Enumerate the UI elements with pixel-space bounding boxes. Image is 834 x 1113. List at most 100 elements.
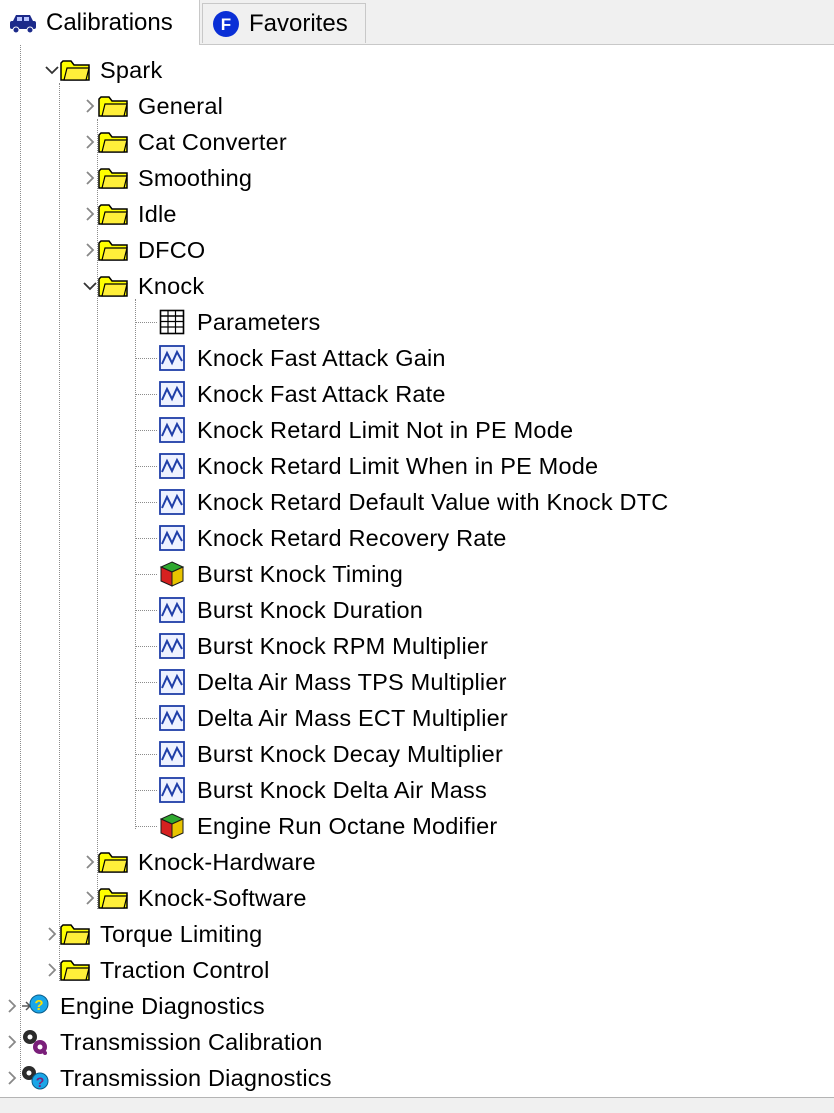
tree-item-spark-child[interactable]: General — [98, 88, 223, 124]
tree-item-label: Knock Retard Default Value with Knock DT… — [197, 488, 669, 515]
favorites-icon: F — [211, 9, 241, 39]
tree-item-spark-child[interactable]: DFCO — [98, 232, 205, 268]
graph-icon — [157, 739, 187, 769]
tree-item-knock-entry[interactable]: Knock Retard Limit When in PE Mode — [157, 448, 598, 484]
tree-item-label: Burst Knock Delta Air Mass — [197, 776, 487, 803]
tree-item-label: Engine Diagnostics — [60, 992, 265, 1019]
transmission-diagnostics-icon: ? — [20, 1063, 50, 1093]
folder-icon — [60, 919, 90, 949]
graph-icon — [157, 703, 187, 733]
tree-item-spark-child[interactable]: Idle — [98, 196, 177, 232]
tree-item-transmission-diagnostics[interactable]: ? Transmission Diagnostics — [20, 1060, 332, 1096]
expand-chevron-icon[interactable] — [82, 854, 98, 870]
tree-item-knock-entry[interactable]: Knock Fast Attack Gain — [157, 340, 446, 376]
svg-text:?: ? — [34, 997, 43, 1014]
tree-connector-line — [135, 322, 157, 323]
tree-item-label: Torque Limiting — [100, 920, 263, 947]
tree-connector-line — [135, 502, 157, 503]
tab-calibrations[interactable]: Calibrations — [0, 0, 200, 45]
tree-item-spark-child[interactable]: Cat Converter — [98, 124, 287, 160]
tree-item-label: Burst Knock Timing — [197, 560, 404, 587]
graph-icon — [157, 631, 187, 661]
tree-item-knock-entry[interactable]: Parameters — [157, 304, 320, 340]
horizontal-scrollbar[interactable] — [0, 1097, 834, 1113]
tree-item-spark-child[interactable]: Smoothing — [98, 160, 252, 196]
tree-item-knock-entry[interactable]: Knock Retard Recovery Rate — [157, 520, 507, 556]
tree-item-label: Transmission Diagnostics — [60, 1064, 332, 1091]
tree-item-label: Idle — [138, 200, 177, 227]
tree-guide-line — [97, 119, 98, 909]
tree-item-label: Burst Knock Duration — [197, 596, 424, 623]
tree-connector-line — [135, 718, 157, 719]
tree-item-knock-entry[interactable]: Knock Retard Limit Not in PE Mode — [157, 412, 573, 448]
tree-item-label: Knock Retard Limit Not in PE Mode — [197, 416, 574, 443]
tree-item-label: Traction Control — [100, 956, 270, 983]
tree-item-label: Delta Air Mass TPS Multiplier — [197, 668, 507, 695]
tree-item-spark[interactable]: Spark — [60, 52, 162, 88]
expand-chevron-icon[interactable] — [4, 1070, 20, 1086]
tree-item-knock-entry[interactable]: Delta Air Mass TPS Multiplier — [157, 664, 507, 700]
tree-connector-line — [135, 538, 157, 539]
expand-chevron-icon[interactable] — [82, 206, 98, 222]
tree-connector-line — [135, 646, 157, 647]
tree-item-knock-entry[interactable]: Knock Fast Attack Rate — [157, 376, 446, 412]
graph-icon — [157, 487, 187, 517]
favorites-badge-letter: F — [221, 15, 231, 34]
expand-chevron-icon[interactable] — [82, 134, 98, 150]
tree-item-knock-entry[interactable]: Delta Air Mass ECT Multiplier — [157, 700, 508, 736]
tree-item-knock-entry[interactable]: Burst Knock Timing — [157, 556, 403, 592]
expand-chevron-icon[interactable] — [44, 962, 60, 978]
graph-icon — [157, 523, 187, 553]
tree-guide-line — [59, 83, 60, 981]
tab-favorites[interactable]: F Favorites — [202, 3, 366, 43]
tree-item-knock[interactable]: Knock — [98, 268, 204, 304]
tree-connector-line — [135, 466, 157, 467]
tree-item-label: Knock Fast Attack Gain — [197, 344, 446, 371]
folder-icon — [98, 883, 128, 913]
tree-item-knock-hardware[interactable]: Knock-Hardware — [98, 844, 316, 880]
table-icon — [157, 307, 187, 337]
tree-item-label: Knock Fast Attack Rate — [197, 380, 446, 407]
expand-chevron-icon[interactable] — [4, 1034, 20, 1050]
tree-item-knock-entry[interactable]: Knock Retard Default Value with Knock DT… — [157, 484, 668, 520]
expand-chevron-icon[interactable] — [4, 998, 20, 1014]
tree-connector-line — [135, 682, 157, 683]
tree-connector-line — [135, 610, 157, 611]
collapse-chevron-icon[interactable] — [44, 62, 60, 78]
tree-item-knock-entry[interactable]: Burst Knock Duration — [157, 592, 423, 628]
tree-item-label: Knock — [138, 272, 205, 299]
tree-item-transmission-calibration[interactable]: Transmission Calibration — [20, 1024, 323, 1060]
folder-icon — [60, 955, 90, 985]
tree-item-label: DFCO — [138, 236, 206, 263]
tree-connector-line — [135, 790, 157, 791]
tab-strip: Calibrations F Favorites — [0, 0, 834, 45]
tree-item-label: General — [138, 92, 224, 119]
expand-chevron-icon[interactable] — [82, 242, 98, 258]
tree-item-traction-control[interactable]: Traction Control — [60, 952, 270, 988]
tree-guide-line — [20, 990, 21, 1080]
expand-chevron-icon[interactable] — [44, 926, 60, 942]
collapse-chevron-icon[interactable] — [82, 278, 98, 294]
tree-item-knock-entry[interactable]: Burst Knock Decay Multiplier — [157, 736, 503, 772]
car-icon — [8, 8, 38, 38]
tree-item-knock-entry[interactable]: Burst Knock RPM Multiplier — [157, 628, 488, 664]
tree-item-engine-diagnostics[interactable]: ? Engine Diagnostics — [20, 988, 265, 1024]
cube-icon — [157, 559, 187, 589]
folder-icon — [98, 163, 128, 193]
folder-icon — [98, 271, 128, 301]
expand-chevron-icon[interactable] — [82, 890, 98, 906]
svg-text:?: ? — [36, 1074, 45, 1090]
tree-item-torque-limiting[interactable]: Torque Limiting — [60, 916, 262, 952]
tree-item-knock-software[interactable]: Knock-Software — [98, 880, 307, 916]
tree-item-knock-entry[interactable]: Engine Run Octane Modifier — [157, 808, 497, 844]
tree-item-knock-entry[interactable]: Burst Knock Delta Air Mass — [157, 772, 487, 808]
tree-item-label: Parameters — [197, 308, 321, 335]
expand-chevron-icon[interactable] — [82, 98, 98, 114]
tree-item-label: Delta Air Mass ECT Multiplier — [197, 704, 508, 731]
tree-item-label: Spark — [100, 56, 163, 83]
tree-item-label: Burst Knock RPM Multiplier — [197, 632, 489, 659]
expand-chevron-icon[interactable] — [82, 170, 98, 186]
tree-item-label: Transmission Calibration — [60, 1028, 323, 1055]
tree-guide-line — [135, 299, 136, 829]
